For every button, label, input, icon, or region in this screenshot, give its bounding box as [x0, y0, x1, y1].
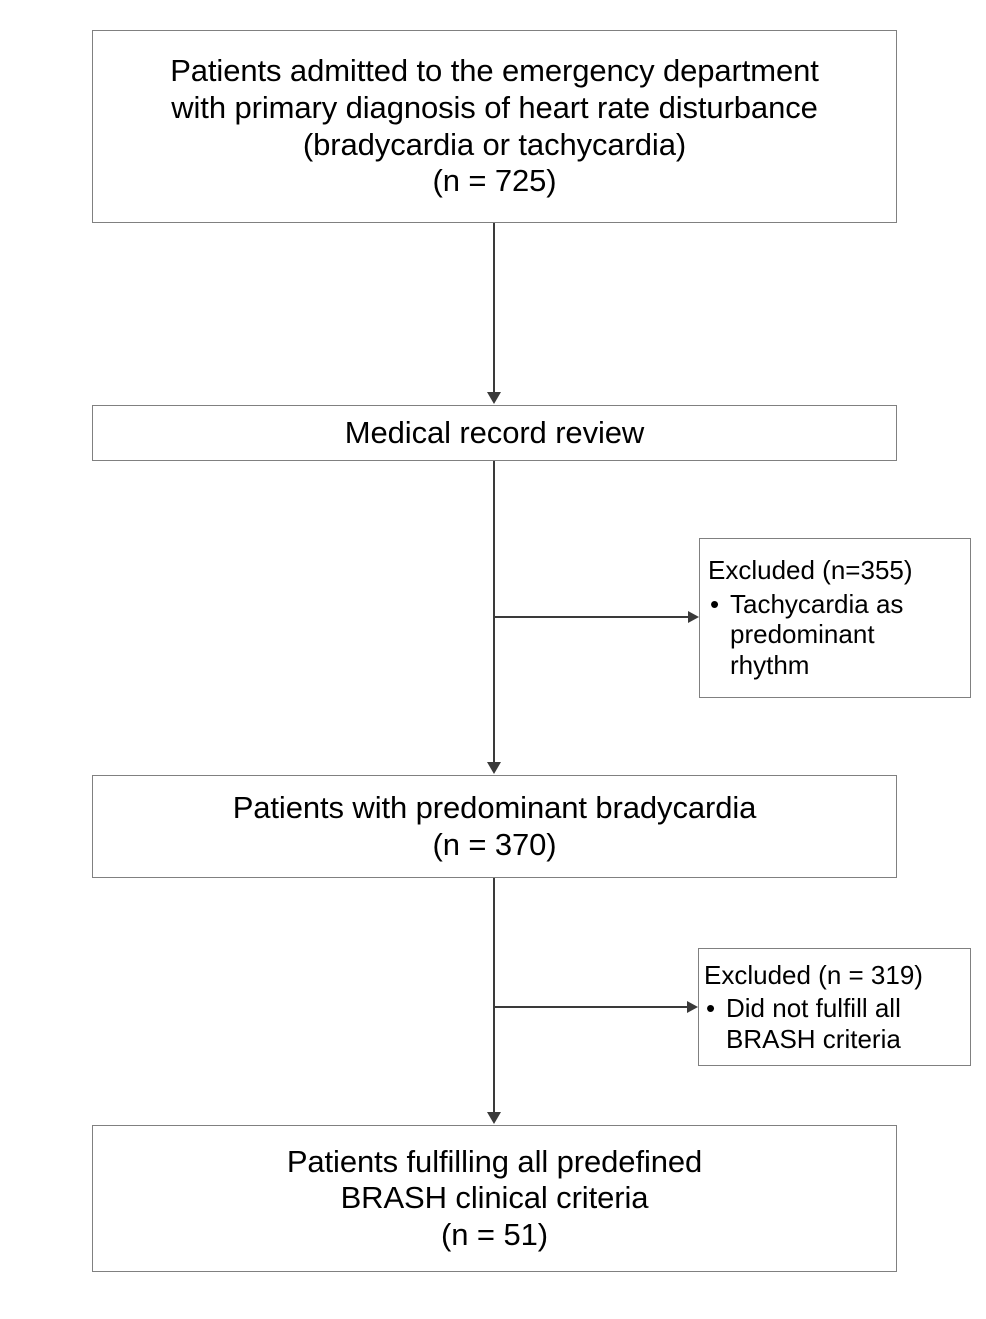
- node-brash-line-3: (n = 51): [441, 1216, 548, 1252]
- connector-branch-to-exclusion-2: [494, 1006, 688, 1008]
- arrowhead-branch-to-exclusion-2: [687, 1001, 698, 1013]
- node-enrollment-line-2: with primary diagnosis of heart rate dis…: [171, 89, 818, 125]
- arrowhead-branch-to-exclusion-1: [688, 611, 699, 623]
- arrowhead-bradycardia-to-brash: [487, 1112, 501, 1124]
- node-exclusion-2: Excluded (n = 319) Did not fulfill all B…: [698, 948, 971, 1066]
- node-enrollment-line-1: Patients admitted to the emergency depar…: [170, 53, 819, 89]
- node-review-line-1: Medical record review: [344, 414, 645, 450]
- connector-branch-to-exclusion-1: [494, 616, 689, 618]
- node-enrollment-line-3: (bradycardia or tachycardia): [302, 126, 687, 162]
- node-brash-criteria: Patients fulfilling all predefined BRASH…: [92, 1125, 897, 1272]
- exclusion-2-reason-list: Did not fulfill all BRASH criteria: [704, 993, 901, 1054]
- arrowhead-enrollment-to-review: [487, 392, 501, 404]
- node-predominant-bradycardia: Patients with predominant bradycardia (n…: [92, 775, 897, 878]
- node-bradycardia-line-2: (n = 370): [432, 826, 557, 862]
- exclusion-1-title: Excluded (n=355): [708, 555, 913, 586]
- exclusion-1-reason-list: Tachycardia as predominant rhythm: [708, 589, 903, 681]
- arrowhead-review-to-bradycardia: [487, 762, 501, 774]
- node-brash-line-2: BRASH clinical criteria: [340, 1180, 649, 1216]
- node-enrollment-line-4: (n = 725): [432, 163, 557, 199]
- connector-review-to-bradycardia: [493, 461, 495, 763]
- connector-enrollment-to-review: [493, 223, 495, 393]
- node-exclusion-1: Excluded (n=355) Tachycardia as predomin…: [699, 538, 971, 698]
- node-brash-line-1: Patients fulfilling all predefined: [286, 1143, 703, 1179]
- exclusion-2-reason-item: Did not fulfill all BRASH criteria: [704, 993, 901, 1054]
- exclusion-2-title: Excluded (n = 319): [704, 959, 923, 990]
- node-enrollment: Patients admitted to the emergency depar…: [92, 30, 897, 223]
- exclusion-1-reason-item: Tachycardia as predominant rhythm: [708, 589, 903, 681]
- node-medical-record-review: Medical record review: [92, 405, 897, 461]
- node-bradycardia-line-1: Patients with predominant bradycardia: [232, 789, 757, 825]
- connector-bradycardia-to-brash: [493, 878, 495, 1113]
